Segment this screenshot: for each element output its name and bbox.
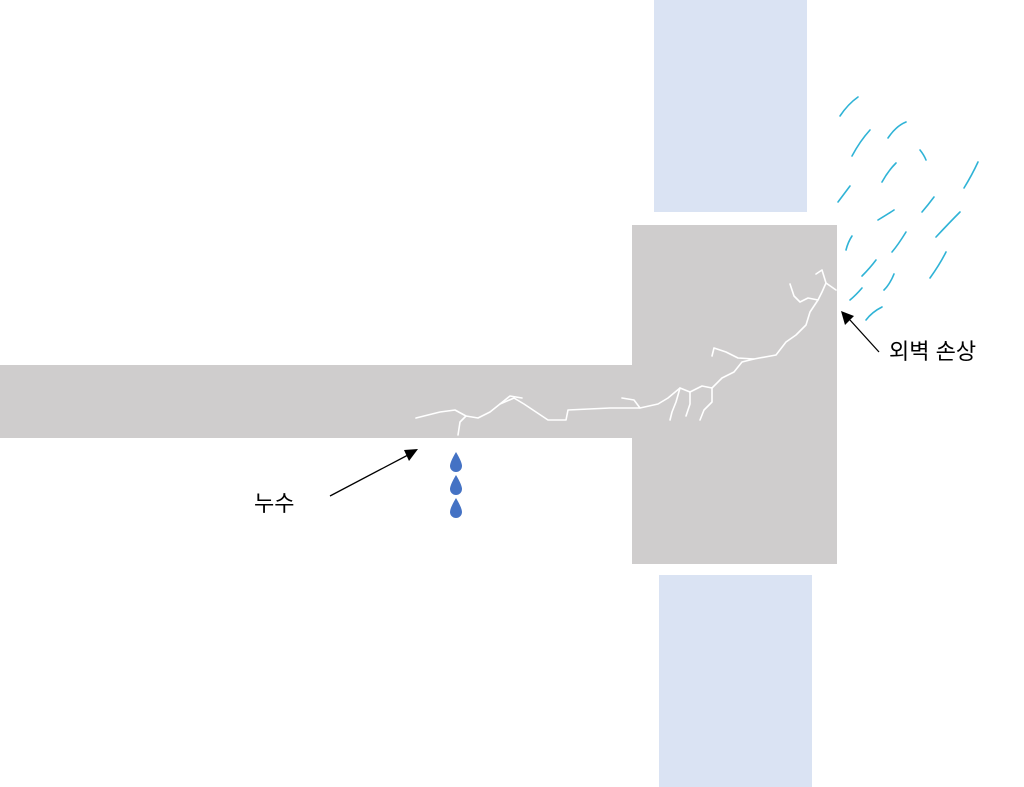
crack-lines: [415, 269, 837, 436]
water-drop-icon: [450, 475, 462, 495]
crack-main: [415, 282, 837, 421]
water-drop-icon: [450, 498, 462, 518]
crack-branch-top: [815, 269, 827, 284]
wall-block: [632, 225, 837, 564]
floor-slab: [0, 365, 640, 438]
upper-window-panel: [654, 0, 807, 212]
arrowhead-icon: [841, 311, 854, 325]
lower-window-panel: [659, 575, 812, 787]
crack-branch-flat: [621, 397, 641, 409]
crack-branch-low: [457, 415, 467, 436]
water-drop-icon: [450, 452, 462, 472]
arrowhead-icon: [404, 449, 418, 461]
crack-branch-top-left: [789, 283, 819, 303]
crack-branch-upper: [711, 347, 755, 360]
leak-label: 누수: [254, 491, 294, 516]
wall-damage-label: 외벽 손상: [889, 339, 976, 364]
wall-damage-arrow: [841, 311, 880, 353]
rain-streaks: [837, 96, 979, 321]
crack-branch-left: [499, 395, 523, 405]
crack-branch-mid2: [669, 387, 681, 421]
crack-branch-small: [685, 391, 691, 417]
crack-branch-mid: [699, 387, 713, 421]
leak-arrow: [329, 449, 418, 497]
water-drops: [450, 452, 462, 518]
